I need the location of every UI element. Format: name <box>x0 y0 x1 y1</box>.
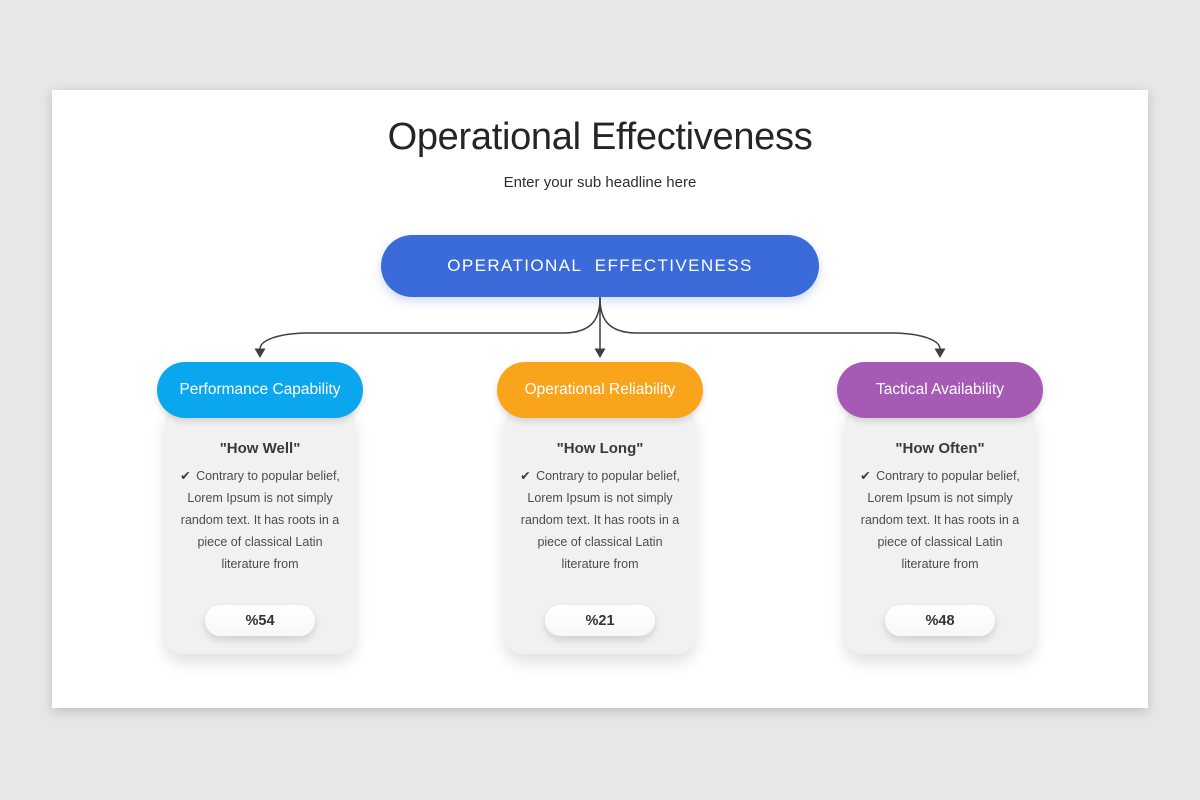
percent-value: %21 <box>585 612 615 629</box>
root-node-pill: OPERATIONAL EFFECTIVENESS <box>381 235 819 297</box>
slide-canvas: Operational Effectiveness Enter your sub… <box>52 90 1148 708</box>
check-icon: ✔ <box>180 469 191 483</box>
page-title: Operational Effectiveness <box>387 116 813 158</box>
branch-label: Tactical Availability <box>875 381 1005 398</box>
branch-body: "How Well" ✔ Contrary to popular belief,… <box>165 406 355 654</box>
percent-badge: %48 <box>885 605 995 636</box>
card-description: ✔ Contrary to popular belief, Lorem Ipsu… <box>516 465 684 575</box>
card-description-text: Contrary to popular belief, Lorem Ipsum … <box>520 469 680 571</box>
card-question: "How Well" <box>219 440 301 457</box>
card-description-text: Contrary to popular belief, Lorem Ipsum … <box>860 469 1020 571</box>
percent-badge: %54 <box>205 605 315 636</box>
card-description: ✔ Contrary to popular belief, Lorem Ipsu… <box>856 465 1024 575</box>
branch-body: "How Long" ✔ Contrary to popular belief,… <box>505 406 695 654</box>
percent-badge: %21 <box>545 605 655 636</box>
connector-right <box>599 297 941 350</box>
root-node-label: OPERATIONAL EFFECTIVENESS <box>447 256 753 275</box>
check-icon: ✔ <box>860 469 871 483</box>
branch-label: Operational Reliability <box>524 381 676 398</box>
card-question: "How Often" <box>895 440 985 457</box>
connector-left <box>259 297 601 350</box>
card-description: ✔ Contrary to popular belief, Lorem Ipsu… <box>176 465 344 575</box>
card-question: "How Long" <box>556 440 644 457</box>
branch-label: Performance Capability <box>179 381 341 398</box>
percent-value: %48 <box>925 612 955 629</box>
branch-header-pill: Tactical Availability <box>837 362 1043 418</box>
branch-header-pill: Performance Capability <box>157 362 363 418</box>
check-icon: ✔ <box>520 469 531 483</box>
branch-header-pill: Operational Reliability <box>497 362 703 418</box>
arrow-down-icon <box>594 348 606 358</box>
arrow-down-icon <box>254 348 266 358</box>
arrow-down-icon <box>934 348 946 358</box>
branch-body: "How Often" ✔ Contrary to popular belief… <box>845 406 1035 654</box>
page-subtitle: Enter your sub headline here <box>503 174 697 191</box>
card-description-text: Contrary to popular belief, Lorem Ipsum … <box>180 469 340 571</box>
percent-value: %54 <box>245 612 275 629</box>
